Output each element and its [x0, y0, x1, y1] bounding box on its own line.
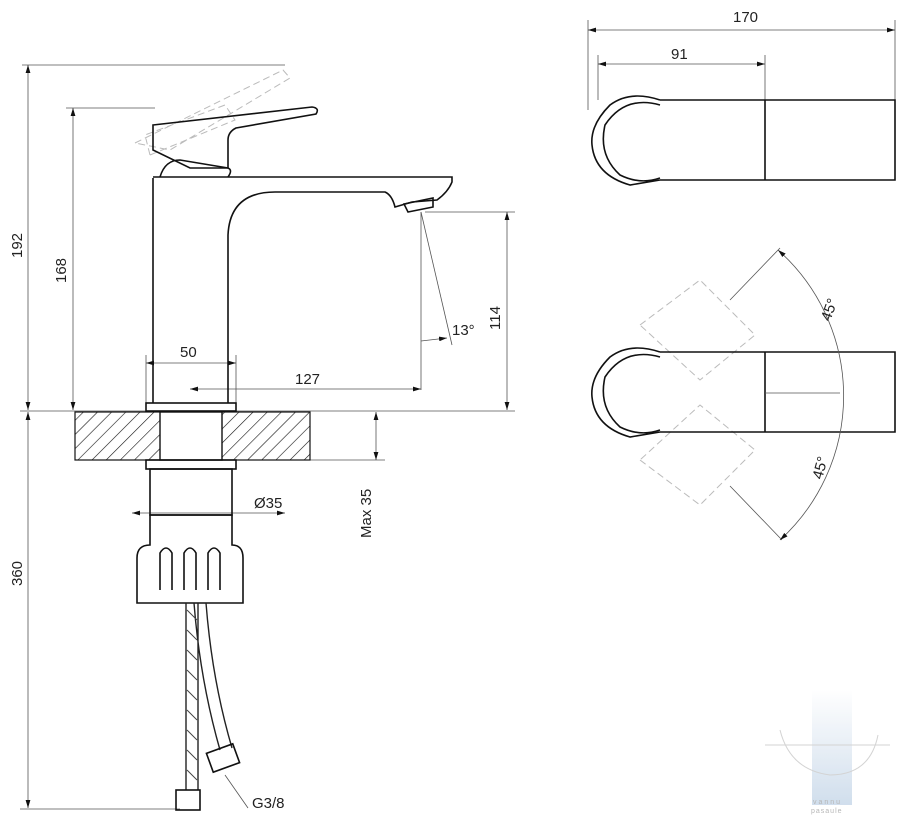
watermark-logo: vannu pasaule	[765, 690, 890, 815]
dim-127: 127	[295, 371, 320, 388]
dim-45-deg-top: 45°	[818, 296, 842, 323]
faucet-side-view	[74, 69, 453, 811]
dim-45-deg-bottom: 45°	[809, 455, 831, 481]
svg-text:vannu: vannu	[813, 799, 842, 806]
dim-13-deg: 13°	[452, 322, 475, 339]
dim-192: 192	[9, 233, 26, 258]
dim-114: 114	[487, 306, 504, 330]
dim-360: 360	[9, 561, 26, 586]
dim-170: 170	[733, 9, 758, 26]
rotation-view	[591, 247, 896, 541]
dim-diameter-35: Ø35	[254, 495, 282, 512]
top-view	[587, 20, 896, 186]
extension-lines	[20, 64, 515, 810]
dim-91: 91	[671, 46, 688, 63]
svg-text:pasaule: pasaule	[811, 808, 843, 815]
dim-50: 50	[180, 344, 197, 361]
dimension-lines	[25, 65, 510, 809]
dim-g3-8: G3/8	[252, 795, 285, 812]
dim-168: 168	[53, 258, 70, 283]
dim-max-35: Max 35	[358, 489, 375, 538]
